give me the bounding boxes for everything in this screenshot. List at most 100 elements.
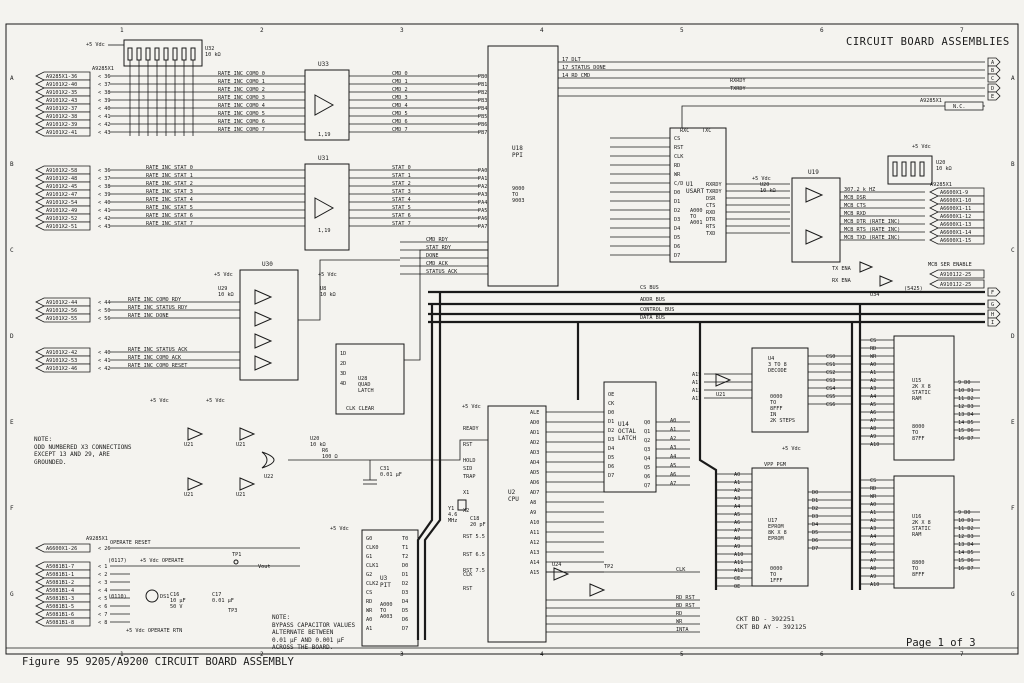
connector-mid-0-label: A9101X2-44 bbox=[46, 300, 77, 306]
grid-col-label: 2 bbox=[260, 651, 264, 658]
offpage-B bbox=[987, 65, 1001, 75]
cpu-pin: X1 bbox=[463, 490, 469, 496]
pc-label: DONE bbox=[426, 253, 439, 259]
usart-pin: CLK bbox=[674, 154, 684, 160]
statout-label: STAT 2 bbox=[392, 181, 411, 187]
cpu-pin: AD0 bbox=[530, 420, 539, 426]
connector-mid-2 bbox=[35, 313, 91, 323]
vcc-label: +5 Vdc bbox=[462, 404, 481, 410]
ram-pin: A0 bbox=[870, 362, 876, 368]
u28-quad-latch bbox=[335, 343, 405, 415]
como-label: RATE INC COMO 5 bbox=[218, 111, 265, 117]
como-label: RATE INC COMO 4 bbox=[218, 103, 265, 109]
cpu-pin: AD4 bbox=[530, 460, 539, 466]
pit-pin: CS bbox=[366, 590, 372, 596]
usart-pin: CS bbox=[674, 136, 680, 142]
tp1-point bbox=[233, 559, 239, 565]
serial-label: MCB RXD bbox=[844, 211, 866, 217]
usart-pin: RD bbox=[674, 163, 680, 169]
grid-row-label: B bbox=[10, 161, 14, 168]
grid-col-label: 6 bbox=[820, 27, 824, 34]
cpu-pin: A9 bbox=[530, 510, 536, 516]
connector-right-1-label: A6600X1-10 bbox=[940, 198, 971, 204]
cs-label: CS2 bbox=[826, 370, 835, 376]
eprom-power: VPP PGM bbox=[764, 462, 786, 468]
pit-pin: T2 bbox=[402, 554, 408, 560]
como-label: RATE INC COMO 1 bbox=[218, 79, 265, 85]
pb-pin: PB0 bbox=[478, 74, 487, 80]
serial-label: MCB TXD (RATE INC) bbox=[844, 235, 900, 241]
connector-bottom-4-label: A5081B1-3 bbox=[46, 596, 74, 602]
connector-bottom-3-label: A5081B1-4 bbox=[46, 588, 74, 594]
u30-box bbox=[239, 269, 299, 381]
stat-label: RATE INC STAT 2 bbox=[146, 181, 193, 187]
usart-pin: DSR bbox=[706, 196, 716, 202]
control-label: RD bbox=[676, 611, 682, 617]
eprom-pin: A10 bbox=[734, 552, 743, 558]
bus-label: CONTROL BUS bbox=[640, 307, 674, 313]
latch-pin: 4D bbox=[340, 381, 346, 387]
pa-pin: PA3 bbox=[478, 192, 487, 198]
u30-buffer bbox=[254, 333, 273, 349]
bus-drop bbox=[423, 292, 442, 640]
u21-label: U21 bbox=[236, 442, 245, 448]
connector-bottom-7 bbox=[35, 617, 91, 627]
pin-number: < 1 bbox=[98, 564, 107, 570]
connector-top-1-label: A9101X2-40 bbox=[46, 82, 77, 88]
connector-ack-1 bbox=[35, 355, 91, 365]
note-bypass-capacitors: NOTE: BYPASS CAPACITOR VALUES ALTERNATE … bbox=[272, 614, 356, 651]
usart-pin: TXD bbox=[706, 231, 715, 237]
latch-pin: 2D bbox=[340, 361, 346, 367]
connector-top-5 bbox=[35, 111, 91, 121]
connector-group-label: A9285X1 bbox=[930, 182, 952, 188]
statout-label: STAT 3 bbox=[392, 189, 411, 195]
addr-label: A1 bbox=[670, 427, 676, 433]
grid-col-label: 4 bbox=[540, 27, 544, 34]
grid-row-label: C bbox=[1011, 247, 1015, 254]
offpage-A bbox=[987, 57, 1001, 67]
connector-stat-2-label: A9101X2-45 bbox=[46, 184, 77, 190]
connector-top-2-label: A9101X2-35 bbox=[46, 90, 77, 96]
eprom-pin: A11 bbox=[734, 560, 743, 566]
pit-pin: T1 bbox=[402, 545, 408, 551]
operate-code: (0117) bbox=[108, 558, 127, 564]
control-label: WR bbox=[676, 619, 683, 625]
serial-label: MCB RTS (RATE INC) bbox=[844, 227, 900, 233]
connector-right-3-label: A6600X1-12 bbox=[940, 214, 971, 220]
pit-pin: D4 bbox=[402, 599, 408, 605]
serial-label: 307.2 k HZ bbox=[844, 187, 875, 193]
connector-ack-0-label: A9101X2-42 bbox=[46, 350, 77, 356]
u21-inverter bbox=[187, 427, 204, 441]
connector-ack-0 bbox=[35, 347, 91, 357]
cpu-pin: A11 bbox=[530, 530, 539, 536]
cpu-pin: AD6 bbox=[530, 480, 539, 486]
vcc-label: +5 Vdc bbox=[214, 272, 233, 278]
connector-right-5-label: A6600X1-14 bbox=[940, 230, 971, 236]
pit-pin: D1 bbox=[402, 572, 408, 578]
connector-bottom-1-label: A5081B1-1 bbox=[46, 572, 74, 578]
tp3-label: TP3 bbox=[228, 608, 237, 614]
pin-number: < 40 bbox=[98, 200, 111, 206]
ram-data: 11 D2 bbox=[958, 526, 974, 532]
u21-inverter bbox=[239, 427, 256, 441]
resistor bbox=[172, 47, 178, 61]
addr-label: A0 bbox=[670, 418, 676, 424]
connector-bottom-6 bbox=[35, 609, 91, 619]
connector-top-1 bbox=[35, 79, 91, 89]
connector-stat-5 bbox=[35, 205, 91, 215]
cpu-pin: X2 bbox=[463, 508, 469, 514]
bus-label: CS BUS bbox=[640, 285, 659, 291]
grid-row-label: G bbox=[10, 591, 14, 598]
control-label: RD RST bbox=[676, 595, 695, 601]
ram-pin: A2 bbox=[870, 518, 876, 524]
statout-label: STAT 0 bbox=[392, 165, 411, 171]
cpu-pin: AD1 bbox=[530, 430, 539, 436]
statout-label: STAT 7 bbox=[392, 221, 411, 227]
eprom-pin: A1 bbox=[734, 480, 740, 486]
